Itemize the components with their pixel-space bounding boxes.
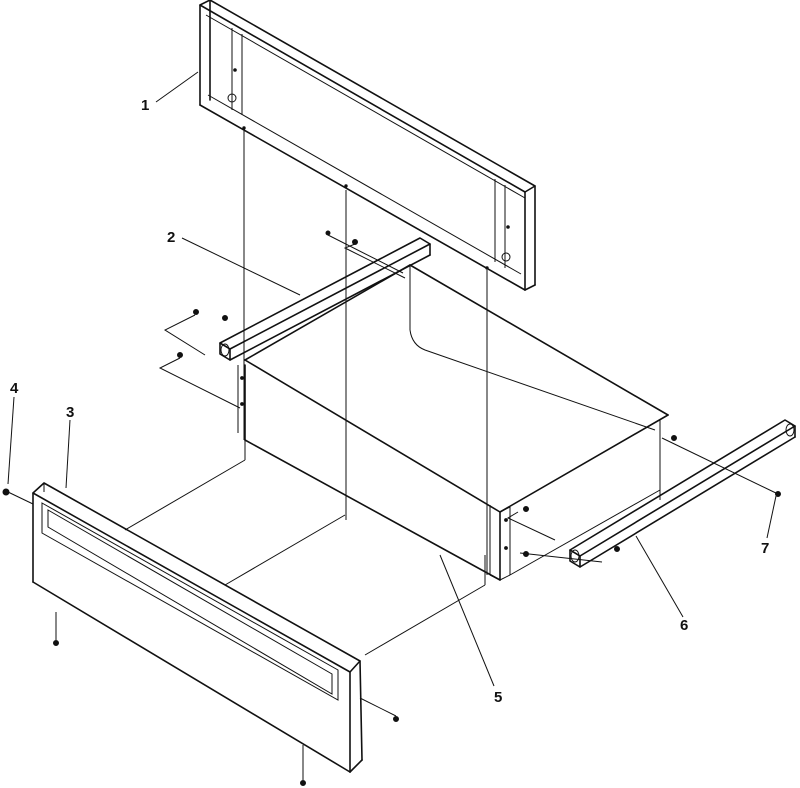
callout-2: 2 (167, 229, 175, 246)
callout-6: 6 (680, 617, 688, 634)
screw (177, 352, 183, 358)
screw (523, 551, 529, 557)
screw (222, 315, 228, 321)
screw (671, 435, 677, 441)
screw (523, 506, 529, 512)
mounting-screws (2, 230, 781, 786)
callout-1: 1 (141, 97, 149, 114)
screw (300, 780, 306, 786)
screw (352, 239, 358, 245)
screw (53, 640, 59, 646)
drawer-body (237, 264, 669, 581)
back-panel (199, 0, 536, 291)
callout-5: 5 (494, 689, 502, 706)
callout-leaders (7, 71, 777, 687)
callout-labels: 1 2 3 4 5 6 7 (10, 97, 769, 706)
screw (614, 546, 620, 552)
screw (2, 488, 10, 496)
callout-3: 3 (66, 404, 74, 421)
screw (775, 491, 781, 497)
assembly-guide-lines (7, 130, 779, 575)
screw (193, 309, 199, 315)
screw (325, 230, 331, 236)
screw (393, 716, 399, 722)
left-drawer-slide (219, 237, 431, 361)
callout-7: 7 (761, 540, 769, 557)
drawer-front-panel (32, 482, 363, 773)
callout-4: 4 (10, 380, 19, 397)
drawer-floor-lines (124, 459, 486, 656)
